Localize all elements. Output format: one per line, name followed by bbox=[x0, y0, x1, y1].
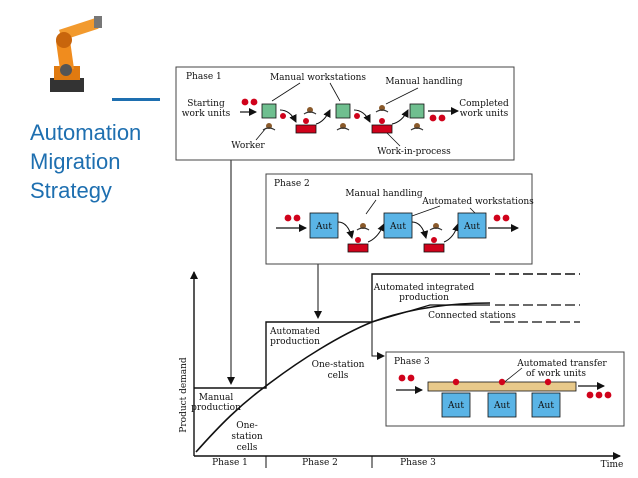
p3-aut-station-1 bbox=[441, 392, 471, 418]
automated-workstations-label: Automated workstations bbox=[421, 197, 534, 207]
worker-icon bbox=[414, 123, 420, 129]
graph-phase-3-label: Phase 3 bbox=[400, 458, 436, 468]
aut-station-1-label: Aut bbox=[315, 222, 332, 232]
p3-aut-station-2 bbox=[487, 392, 517, 418]
work-unit-dot bbox=[250, 98, 258, 106]
starting-units-label-2: work units bbox=[182, 109, 231, 119]
aut-station-2-label: Aut bbox=[389, 222, 406, 232]
aut-station-2 bbox=[383, 212, 413, 239]
aut-station-3-label: Aut bbox=[463, 222, 480, 232]
manual-workstation-1 bbox=[261, 103, 277, 119]
manual-workstation-3 bbox=[409, 103, 425, 119]
demand-growth-curve bbox=[195, 302, 491, 453]
connected-stations-label: Connected stations bbox=[428, 311, 516, 321]
handler-icon bbox=[307, 107, 313, 113]
phase-3-box: Phase 3 Automated transfer of work units… bbox=[385, 351, 625, 427]
p3-aut-station-1-label: Aut bbox=[447, 401, 464, 411]
automated-integrated-label-2: production bbox=[399, 293, 449, 303]
one-station-cells2-label-2: cells bbox=[328, 371, 349, 381]
completed-units-label-1: Completed bbox=[459, 99, 509, 109]
p2-wip-buffer-2 bbox=[423, 243, 445, 253]
work-in-process-label: Work-in-process bbox=[377, 147, 451, 157]
one-station-cells-label-2: station bbox=[231, 432, 263, 442]
title-accent-line bbox=[112, 98, 160, 101]
worker-icon bbox=[340, 123, 346, 129]
slide-title-line-3: Strategy bbox=[30, 178, 112, 203]
wip-buffer-1 bbox=[295, 124, 317, 134]
aut-station-3 bbox=[457, 212, 487, 239]
worker-label: Worker bbox=[231, 141, 265, 151]
handler-icon bbox=[379, 105, 385, 111]
manual-workstations-label: Manual workstations bbox=[270, 73, 366, 83]
one-station-cells-label-1: One- bbox=[236, 421, 258, 431]
starting-units-label-1: Starting bbox=[187, 99, 225, 109]
automated-integrated-label-1: Automated integrated bbox=[373, 283, 475, 293]
graph-phase-2-label: Phase 2 bbox=[302, 458, 338, 468]
demand-graph: Product demand Time Phase 1 Phase 2 Phas… bbox=[179, 160, 623, 470]
worker-icon bbox=[266, 123, 272, 129]
slide-title-line-1: Automation bbox=[30, 120, 142, 145]
p3-aut-station-3-label: Aut bbox=[537, 401, 554, 411]
slide-title: Automation Migration Strategy bbox=[30, 118, 170, 205]
handler-icon bbox=[433, 223, 439, 229]
automated-transfer-label-1: Automated transfer bbox=[516, 359, 607, 369]
p2-manual-handling-label: Manual handling bbox=[345, 189, 423, 199]
manual-production-label-2: production bbox=[191, 403, 241, 413]
p3-aut-station-3 bbox=[531, 392, 561, 418]
handler-icon bbox=[360, 223, 366, 229]
one-station-cells-label-3: cells bbox=[237, 443, 258, 453]
manual-handling-label: Manual handling bbox=[385, 77, 463, 87]
manual-workstation-2 bbox=[335, 103, 351, 119]
slide-title-line-2: Migration bbox=[30, 149, 121, 174]
graph-phase-1-label: Phase 1 bbox=[212, 458, 248, 468]
industrial-robot-arm-icon bbox=[50, 16, 102, 92]
work-unit-dot bbox=[241, 98, 249, 106]
manual-production-step bbox=[194, 273, 490, 389]
manual-production-label-1: Manual bbox=[199, 393, 234, 403]
phase-1-label: Phase 1 bbox=[186, 72, 222, 82]
p2-wip-buffer-1 bbox=[347, 243, 369, 253]
aut-station-1 bbox=[309, 212, 339, 239]
y-axis-label: Product demand bbox=[179, 357, 189, 433]
phase-1-box: Phase 1 Manual workstations Manual handl… bbox=[175, 66, 515, 161]
p3-aut-station-2-label: Aut bbox=[493, 401, 510, 411]
one-station-cells2-label-1: One-station bbox=[312, 360, 365, 370]
automated-transfer-label-2: of work units bbox=[526, 369, 586, 379]
wip-buffer-2 bbox=[371, 124, 393, 134]
phase-2-label: Phase 2 bbox=[274, 179, 310, 189]
phase-3-label: Phase 3 bbox=[394, 357, 430, 367]
phase-2-box: Phase 2 Manual handling Automated workst… bbox=[265, 173, 534, 265]
phase3-connector-arrow bbox=[371, 322, 385, 360]
automated-production-label-2: production bbox=[270, 337, 320, 347]
x-axis-label: Time bbox=[601, 460, 624, 470]
automated-production-label-1: Automated bbox=[269, 327, 320, 337]
completed-units-label-2: work units bbox=[460, 109, 509, 119]
